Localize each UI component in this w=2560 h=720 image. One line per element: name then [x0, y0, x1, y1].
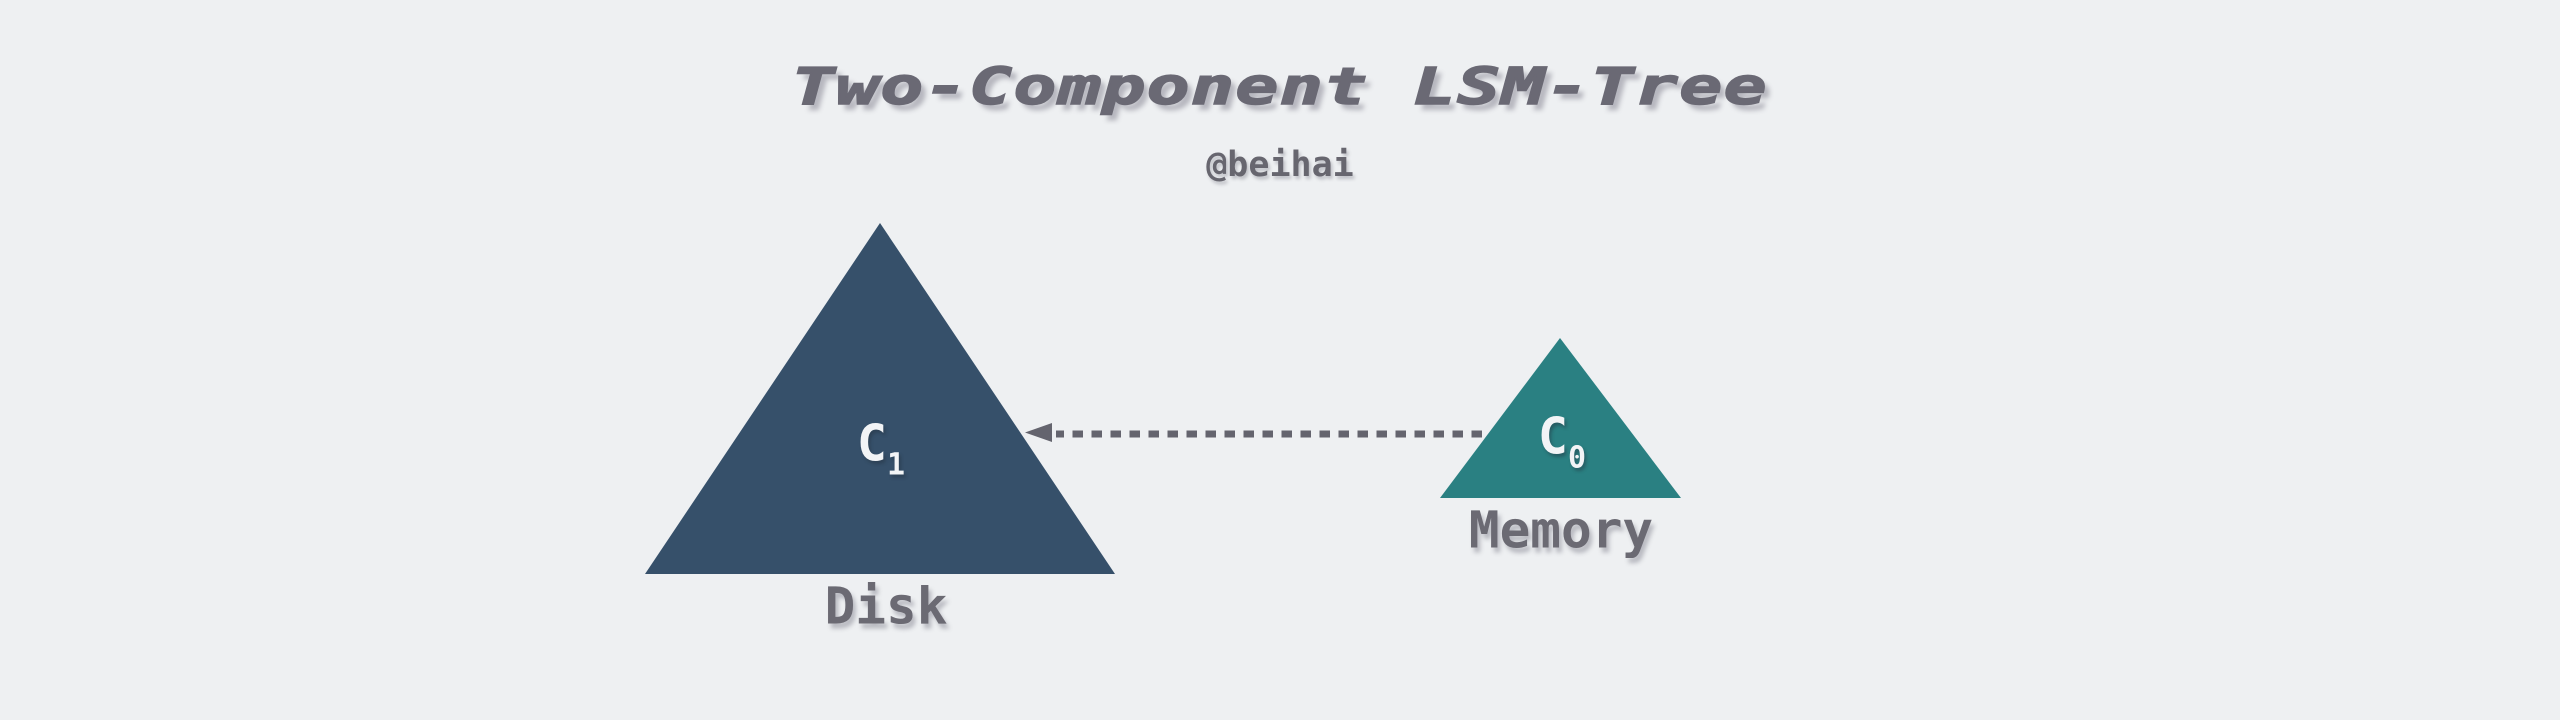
disk-component-letter: C: [856, 414, 888, 473]
disk-triangle: [645, 223, 1115, 574]
memory-triangle: [1440, 338, 1681, 498]
author-handle: @beihai: [1206, 145, 1354, 185]
memory-component-letter: C: [1537, 407, 1569, 466]
disk-component-label: C1: [857, 419, 905, 481]
memory-component-subscript: 0: [1568, 440, 1587, 476]
disk-component-subscript: 1: [887, 447, 906, 483]
arrowhead-left-icon: [1025, 423, 1052, 442]
page-title: Two-Component LSM-Tree: [0, 58, 2560, 117]
disk-caption: Disk: [824, 577, 948, 637]
memory-caption: Memory: [1468, 501, 1654, 561]
memory-component-label: C0: [1538, 412, 1586, 474]
page-title-text: Two-Component LSM-Tree: [791, 58, 1769, 117]
merge-arrow: [1025, 423, 1482, 442]
